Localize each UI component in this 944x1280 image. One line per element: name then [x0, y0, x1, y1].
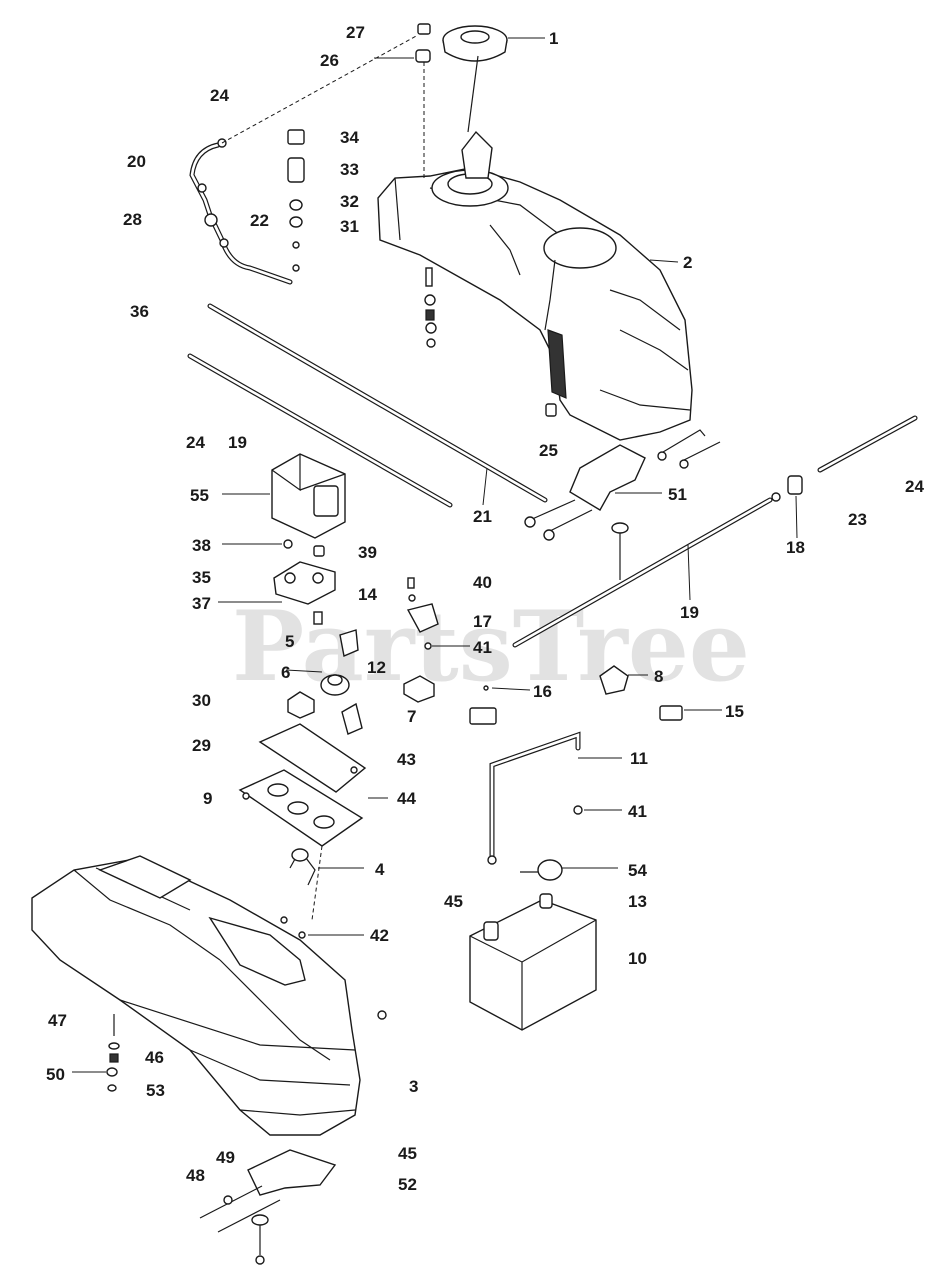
callout-38: 38 [192, 536, 211, 555]
callout-19: 19 [228, 433, 247, 452]
callout-14: 14 [358, 585, 377, 604]
callout-52: 52 [398, 1175, 417, 1194]
callout-45: 45 [398, 1144, 417, 1163]
callout-43: 43 [397, 750, 416, 769]
callout-6: 6 [281, 663, 290, 682]
callout-11: 11 [630, 749, 648, 768]
callout-45: 45 [444, 892, 463, 911]
callout-3: 3 [409, 1077, 418, 1096]
callout-25: 25 [539, 441, 558, 460]
fuel-cap[interactable] [442, 25, 508, 133]
callout-54: 54 [628, 861, 647, 880]
callout-4: 4 [375, 860, 385, 879]
fuel-line-23[interactable] [771, 415, 918, 502]
callout-22: 22 [250, 211, 269, 230]
fuel-line-21[interactable] [187, 353, 453, 508]
callout-42: 42 [370, 926, 389, 945]
callout-50: 50 [46, 1065, 65, 1084]
connector-30[interactable] [287, 691, 315, 719]
callout-44: 44 [397, 789, 416, 808]
callout-21: 21 [473, 507, 492, 526]
callout-9: 9 [203, 789, 212, 808]
washer-16[interactable] [483, 685, 489, 691]
callout-47: 47 [48, 1011, 67, 1030]
bolt-25[interactable] [545, 403, 557, 417]
callout-10: 10 [628, 949, 647, 968]
callout-36: 36 [130, 302, 149, 321]
fuel-line-19[interactable] [512, 497, 773, 648]
callout-39: 39 [358, 543, 377, 562]
callout-34: 34 [340, 128, 359, 147]
callout-2: 2 [683, 253, 692, 272]
callout-13: 13 [628, 892, 647, 911]
callout-40: 40 [473, 573, 492, 592]
callout-24: 24 [905, 477, 924, 496]
callout-23: 23 [848, 510, 867, 529]
callout-26: 26 [320, 51, 339, 70]
fuse-15[interactable] [659, 705, 683, 721]
callout-32: 32 [340, 192, 359, 211]
vent-hose[interactable] [189, 34, 419, 285]
bottom-bracket[interactable] [199, 1149, 337, 1265]
fuel-line-36[interactable] [207, 303, 548, 503]
hardware-stack[interactable] [106, 1014, 120, 1092]
screw-3[interactable] [377, 1010, 387, 1020]
callout-18: 18 [786, 538, 805, 557]
foot-rest-shroud[interactable] [31, 855, 361, 1136]
nut-39[interactable] [313, 545, 325, 557]
callout-53: 53 [146, 1081, 165, 1100]
key-switch[interactable] [313, 611, 359, 696]
fuel-tank[interactable] [377, 130, 693, 441]
valve-stack[interactable] [287, 129, 305, 272]
callout-31: 31 [340, 217, 359, 236]
callout-5: 5 [285, 632, 294, 651]
callout-8: 8 [654, 667, 663, 686]
callout-35: 35 [192, 568, 211, 587]
tank-fittings[interactable] [424, 267, 437, 348]
watermark: PartsTree [232, 590, 750, 703]
callout-15: 15 [725, 702, 744, 721]
callout-41: 41 [628, 802, 647, 821]
callout-16: 16 [533, 682, 552, 701]
callout-46: 46 [145, 1048, 164, 1067]
callout-24: 24 [186, 433, 205, 452]
callout-29: 29 [192, 736, 211, 755]
mount-bracket[interactable] [524, 429, 721, 580]
callout-41: 41 [473, 638, 492, 657]
callout-1: 1 [549, 29, 558, 48]
callout-30: 30 [192, 691, 211, 710]
vent-valve[interactable] [415, 23, 431, 180]
choke-lever[interactable] [280, 845, 323, 939]
callout-labels: 1 27 26 24 34 20 33 32 28 22 31 2 36 24 … [46, 23, 924, 1194]
fuse-holder-8[interactable] [599, 665, 629, 695]
switch-assembly[interactable] [273, 561, 336, 605]
callout-20: 20 [127, 152, 146, 171]
callout-12: 12 [367, 658, 386, 677]
relay-16[interactable] [469, 707, 497, 725]
connector-29[interactable] [341, 702, 363, 735]
battery-cable[interactable] [487, 731, 581, 865]
control-panel-plate[interactable] [238, 723, 367, 847]
ignition-parts[interactable] [403, 577, 439, 703]
battery[interactable] [469, 893, 597, 1031]
terminal-54[interactable] [520, 859, 563, 881]
callout-51: 51 [668, 485, 687, 504]
callout-49: 49 [216, 1148, 235, 1167]
fuel-filter[interactable] [787, 475, 803, 539]
nut-41[interactable] [573, 805, 583, 815]
callout-24: 24 [210, 86, 229, 105]
nut-38[interactable] [283, 539, 293, 549]
callout-48: 48 [186, 1166, 205, 1185]
callout-17: 17 [473, 612, 492, 631]
callout-28: 28 [123, 210, 142, 229]
callout-27: 27 [346, 23, 365, 42]
callout-55: 55 [190, 486, 209, 505]
control-module[interactable] [271, 453, 346, 539]
callout-19: 19 [680, 603, 699, 622]
callout-7: 7 [407, 707, 416, 726]
callout-33: 33 [340, 160, 359, 179]
callout-37: 37 [192, 594, 211, 613]
